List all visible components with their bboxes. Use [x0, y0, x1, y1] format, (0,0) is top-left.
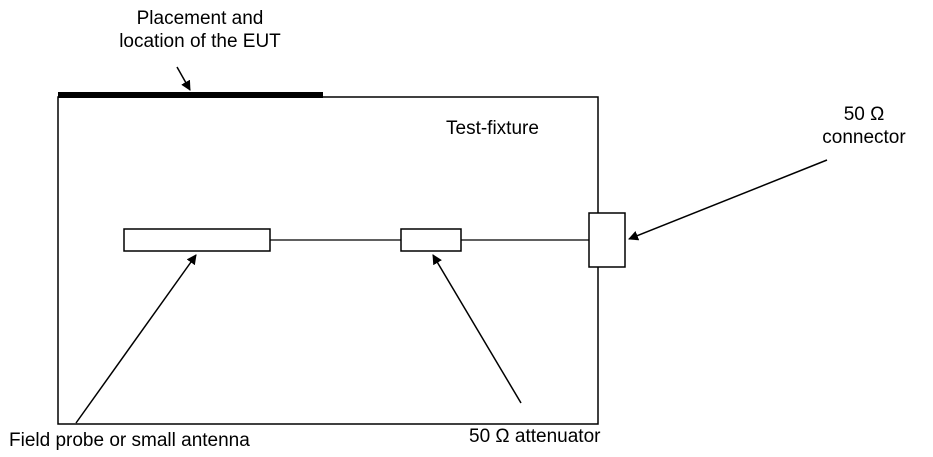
field-probe-arrow [75, 254, 197, 424]
attenuator-label: 50 Ω attenuator [469, 426, 601, 447]
connector-arrow [628, 159, 828, 241]
attenuator [400, 228, 462, 252]
eut-arrow [176, 66, 191, 91]
test-fixture-box [57, 96, 599, 425]
eut-placement-label-line1: Placement and [136, 8, 264, 29]
connector [588, 212, 626, 268]
eut-placement-label: Placement and location of the EUT [85, 7, 315, 53]
attenuator-arrow [432, 254, 522, 404]
test-fixture-label: Test-fixture [446, 118, 539, 139]
eut-placement-label-line2: location of the EUT [119, 31, 281, 52]
connector-label-line2: connector [822, 127, 906, 148]
connector-label-line1: 50 Ω [843, 104, 885, 125]
connector-label: 50 Ω connector [800, 103, 928, 149]
field-probe [123, 228, 271, 252]
field-probe-label: Field probe or small antenna [9, 430, 250, 451]
